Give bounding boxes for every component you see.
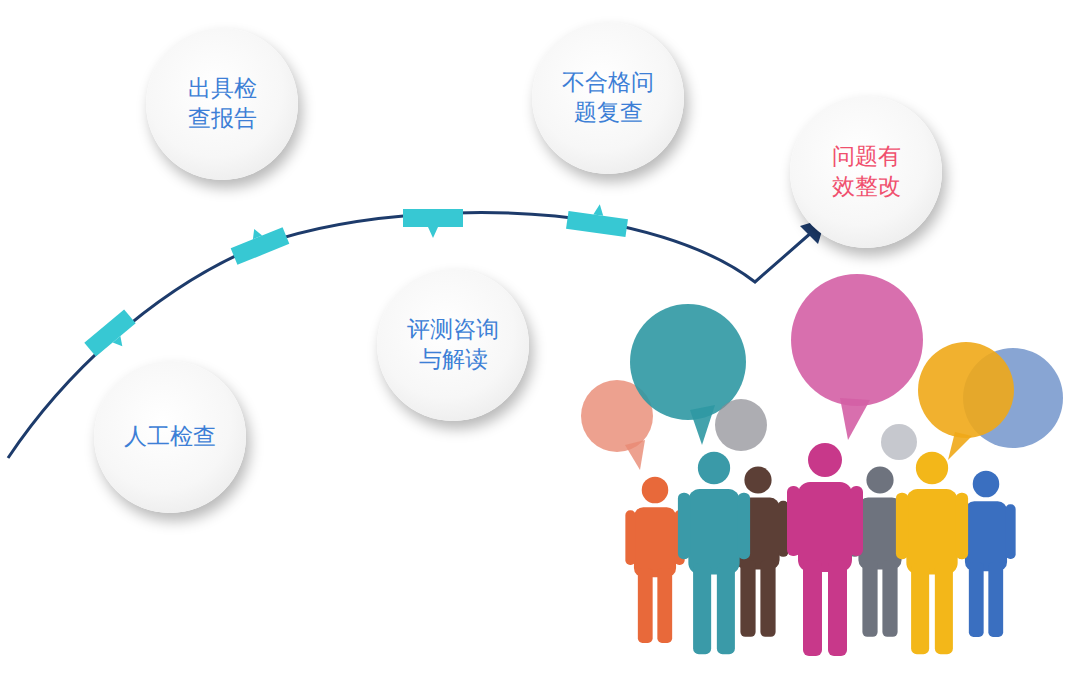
step-label: 人工检查 (124, 422, 216, 452)
result-circle: 问题有 效整改 (790, 96, 942, 248)
step-label: 不合格问 题复查 (560, 68, 657, 128)
step-label: 出具检 查报告 (174, 74, 271, 134)
step-label: 问题有 效整改 (818, 142, 915, 202)
process-circle: 不合格问 题复查 (532, 22, 684, 174)
step-label: 评测咨询 与解读 (405, 315, 502, 375)
process-circle: 出具检 查报告 (146, 28, 298, 180)
process-circle: 评测咨询 与解读 (377, 269, 529, 421)
timeline-flag (84, 200, 629, 363)
people-figures (625, 443, 1015, 656)
process-circle: 人工检查 (94, 361, 246, 513)
speech-bubbles (581, 274, 1063, 470)
